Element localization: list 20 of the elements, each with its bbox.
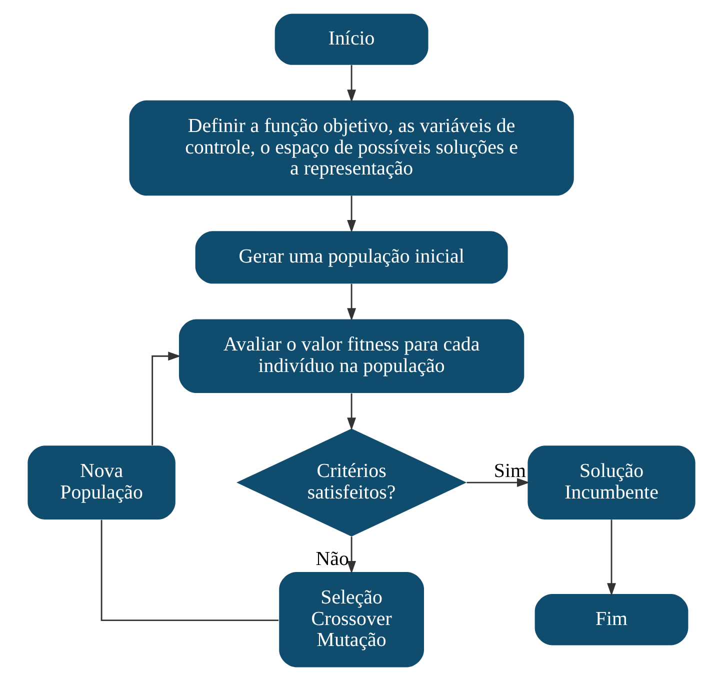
arrow (346, 65, 356, 102)
connector (100, 520, 278, 622)
node-box: Avaliar o valor fitness para cada indivíduo na população (178, 319, 524, 394)
arrow (346, 536, 356, 574)
node-box: Fim (534, 594, 688, 646)
edge-label: Sim (493, 460, 526, 482)
node-box: Início (274, 14, 428, 65)
arrow (151, 352, 180, 446)
edge-label: Não (315, 548, 348, 570)
node-box: Nova População (27, 446, 175, 520)
arrow (606, 520, 616, 596)
node-box: Seleção Crossover Mutação (278, 572, 424, 668)
arrow (466, 478, 530, 488)
node-box: Gerar uma população inicial (194, 231, 508, 284)
arrow (346, 393, 356, 430)
arrow (346, 284, 356, 321)
node-diamond: Critérios satisfeitos? (236, 428, 466, 537)
arrow (346, 196, 356, 233)
node-box: Definir a função objetivo, as variáveis de controle, o espaço de possíveis soluções e a representação (128, 100, 574, 196)
node-box: Solução Incumbente (527, 446, 695, 520)
